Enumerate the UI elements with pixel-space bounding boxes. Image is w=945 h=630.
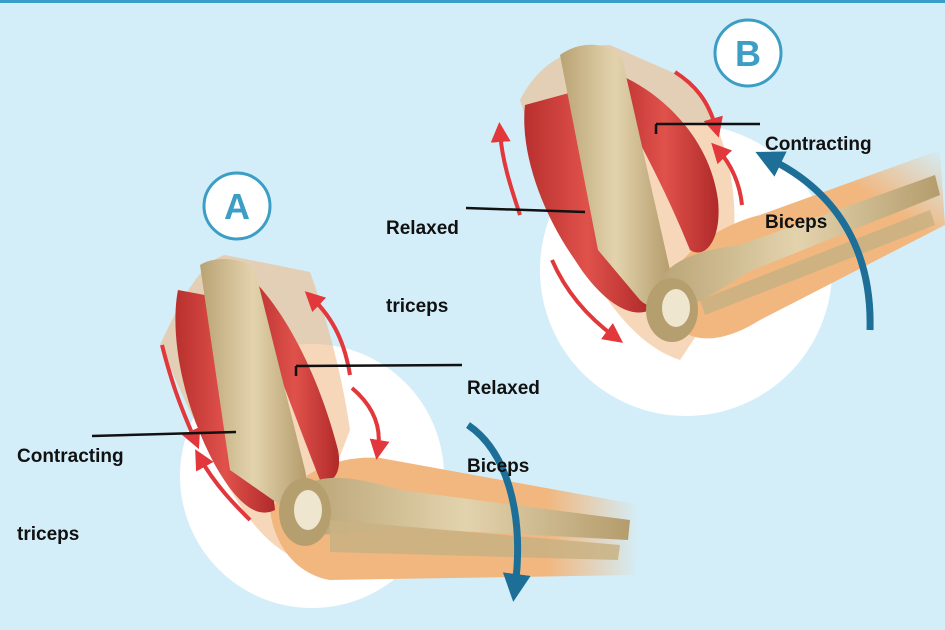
- label-relaxed-triceps: Relaxed triceps: [386, 164, 459, 346]
- label-contracting-biceps-line1: Contracting: [765, 134, 872, 155]
- rotation-arrow-icon: [465, 422, 531, 602]
- joint-cartilage-a: [294, 490, 322, 530]
- forearm-bone-a1: [300, 477, 630, 540]
- illustration-a: A: [91, 171, 640, 608]
- biceps-muscle-a: [250, 285, 340, 481]
- label-relaxed-biceps: Relaxed Biceps: [467, 324, 540, 506]
- forearm-bone-a2: [330, 520, 620, 560]
- label-relaxed-biceps-line2: Biceps: [467, 456, 530, 477]
- leader-relaxed-biceps: [295, 363, 463, 368]
- leader-relaxed-triceps: [465, 206, 586, 214]
- illustration-b: B: [465, 18, 945, 416]
- badge-a: A: [224, 186, 250, 227]
- label-relaxed-biceps-line1: Relaxed: [467, 378, 540, 399]
- badge-a-circle: [202, 171, 272, 241]
- label-contracting-triceps-line1: Contracting: [17, 446, 124, 467]
- humerus-bone-b: [560, 44, 671, 306]
- label-contracting-triceps: Contracting triceps: [17, 392, 124, 574]
- forearm-bone-b2: [700, 210, 935, 315]
- label-contracting-biceps: Contracting Biceps: [765, 80, 872, 262]
- badge-b: B: [735, 33, 761, 74]
- forearm-bone-b1: [655, 175, 940, 315]
- joint-cartilage-b: [662, 289, 690, 327]
- label-contracting-triceps-line2: triceps: [17, 524, 80, 545]
- label-relaxed-triceps-line1: Relaxed: [386, 218, 459, 239]
- muscle-motion-arrow-icon: [490, 70, 744, 343]
- label-relaxed-triceps-line2: triceps: [386, 296, 449, 317]
- leader-contracting-triceps: [91, 430, 237, 438]
- top-bar: [0, 0, 945, 3]
- label-contracting-biceps-line2: Biceps: [765, 212, 828, 233]
- rotation-arrow-icon: [755, 151, 874, 331]
- biceps-muscle-b: [610, 75, 719, 253]
- humerus-bone-a: [200, 258, 307, 511]
- badge-b-circle: [713, 18, 783, 88]
- muscle-motion-arrow-icon: [160, 291, 390, 522]
